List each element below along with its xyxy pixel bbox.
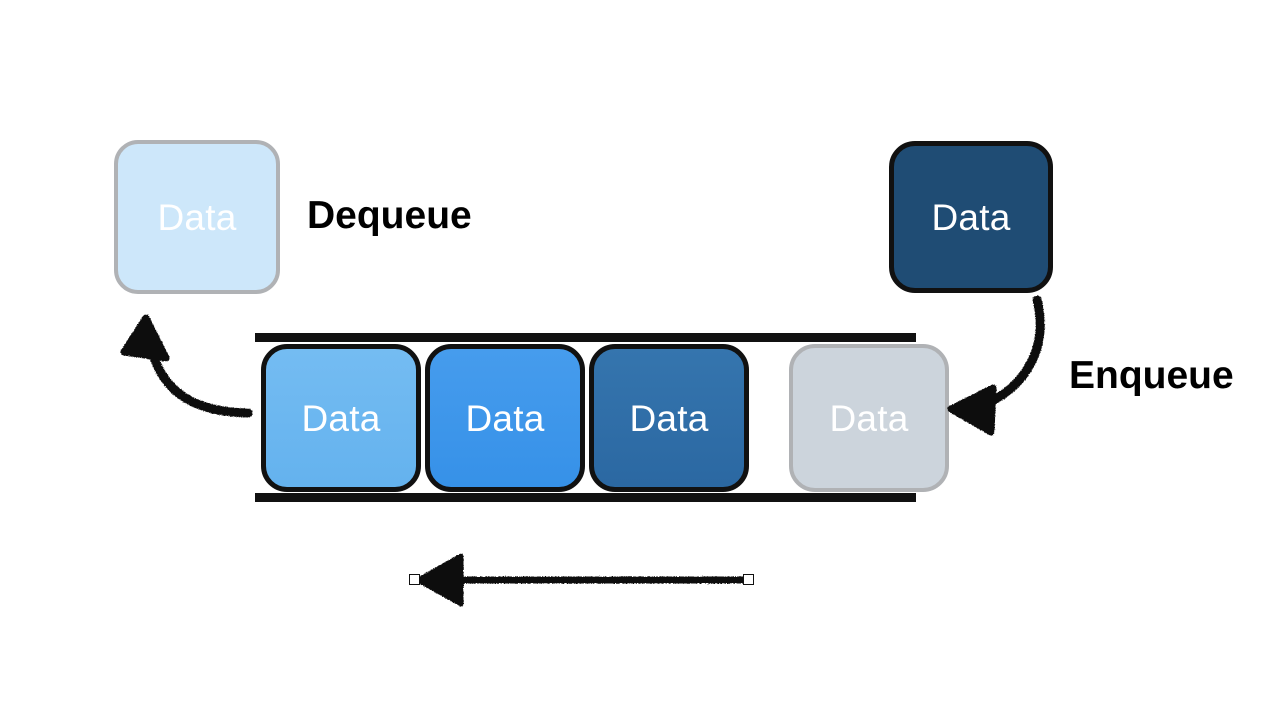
enqueue-arrow-icon	[947, 295, 1045, 436]
queue-slot-3-label: Data	[629, 397, 709, 439]
queue-slot-2[interactable]: Data	[425, 344, 585, 492]
queue-slot-4[interactable]: Data	[789, 344, 949, 492]
flow-direction-arrow-icon	[415, 553, 748, 607]
enqueue-source-data-label: Data	[931, 196, 1011, 238]
dequeue-arrow-icon	[120, 314, 253, 418]
queue-slot-3[interactable]: Data	[589, 344, 749, 492]
queue-slot-4-label: Data	[829, 397, 909, 439]
flow-arrow-handle-end[interactable]	[743, 574, 754, 585]
flow-arrow-handle-start[interactable]	[409, 574, 420, 585]
dequeued-data-box[interactable]: Data	[114, 140, 280, 294]
queue-rail-top	[255, 333, 916, 342]
queue-rail-bottom	[255, 493, 916, 502]
dequeued-data-label: Data	[157, 196, 237, 238]
enqueue-source-data-box[interactable]: Data	[889, 141, 1053, 293]
queue-slot-1-label: Data	[301, 397, 381, 439]
dequeue-caption: Dequeue	[307, 194, 472, 237]
queue-slot-1[interactable]: Data	[261, 344, 421, 492]
enqueue-caption: Enqueue	[1069, 354, 1234, 397]
queue-slot-2-label: Data	[465, 397, 545, 439]
